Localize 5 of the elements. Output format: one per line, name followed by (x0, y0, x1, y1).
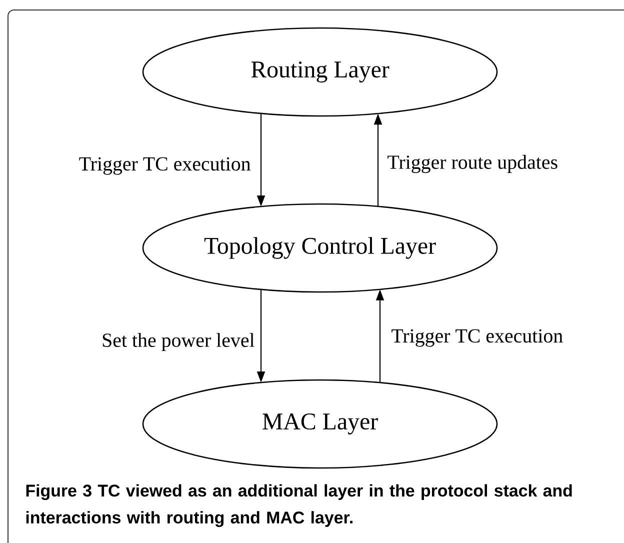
caption: Figure 3 TC viewed as an additional layer in the protocol stack and interactions with routing and MAC layer. (26, 484, 572, 527)
edge-label: Trigger route updates (388, 154, 558, 174)
edge-label: Trigger TC execution (392, 329, 563, 347)
edge-label: Set the power level (102, 332, 254, 352)
edge-label: Trigger TC execution (79, 157, 250, 175)
